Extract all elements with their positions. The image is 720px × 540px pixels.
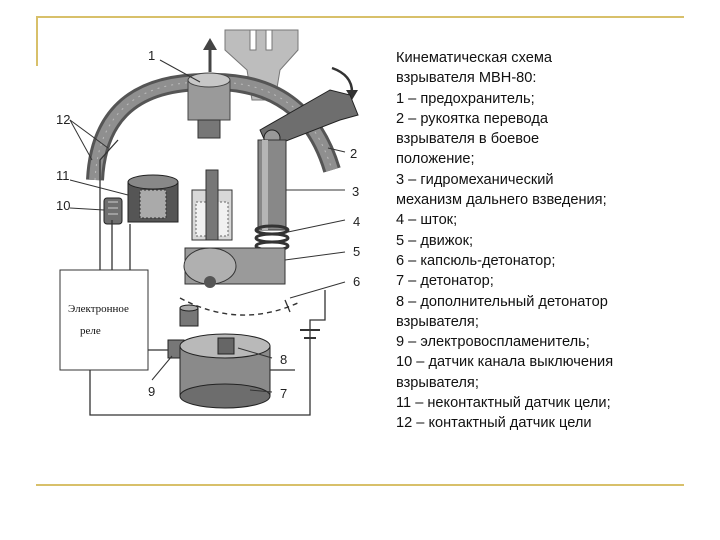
- fuze-kinematic-diagram: Электронное реле 1 12 11 10 2 3 4 5 6 8: [56, 29, 360, 416]
- callout-4: 4: [353, 214, 360, 229]
- caption-line: механизм дальнего взведения;: [396, 192, 607, 209]
- slide-frame-top: [36, 16, 684, 18]
- top-fork: [224, 29, 299, 101]
- caption-line: 5 – движок;: [396, 232, 474, 249]
- caption-line: взрывателя;: [396, 313, 479, 330]
- caption-line: 12 – контактный датчик цели: [396, 415, 592, 432]
- callout-12: 12: [56, 112, 70, 127]
- safety-head: [187, 72, 231, 139]
- caption-line: 8 – дополнительный детонатор: [396, 293, 608, 310]
- callout-5: 5: [353, 244, 360, 259]
- slide-frame-left: [36, 16, 38, 66]
- callout-11: 11: [56, 168, 70, 183]
- callout-9: 9: [148, 384, 155, 399]
- hydromechanical-unit: [191, 169, 233, 241]
- callout-3: 3: [352, 184, 359, 199]
- leader-lines: [69, 59, 346, 393]
- caption-line: 1 – предохранитель;: [396, 90, 535, 107]
- caption-line: взрывателя;: [396, 374, 479, 391]
- noncontact-sensor: [127, 174, 179, 223]
- callout-10: 10: [56, 198, 70, 213]
- slide-frame-bottom: [36, 484, 684, 486]
- detonator: [179, 333, 271, 409]
- caption-line: 7 – детонатор;: [396, 273, 494, 290]
- caption-line: Кинематическая схема: [396, 50, 552, 66]
- callout-2: 2: [350, 146, 357, 161]
- caption-line: 3 – гидромеханический: [396, 171, 554, 188]
- cutoff-sensor: [103, 197, 123, 225]
- caption-line: 9 – электровоспламенитель;: [396, 334, 590, 351]
- callout-7: 7: [280, 386, 287, 401]
- caption-line: взрывателя МВН-80:: [396, 70, 537, 87]
- caption-line: 2 – рукоятка перевода: [396, 110, 548, 127]
- caption-line: 11 – неконтактный датчик цели;: [396, 395, 611, 412]
- slider-block: [183, 247, 286, 288]
- rotation-arrow: [331, 66, 354, 93]
- callout-1: 1: [148, 48, 155, 63]
- relay-label-2: реле: [80, 325, 101, 337]
- shaft: [257, 139, 287, 231]
- dashed-path: [179, 297, 301, 316]
- caption-line: положение;: [396, 151, 475, 168]
- relay-label-1: Электронное: [68, 303, 129, 315]
- callout-8: 8: [280, 352, 287, 367]
- caption-line: 4 – шток;: [396, 212, 458, 229]
- callout-6: 6: [353, 274, 360, 289]
- electronic-relay: Электронное реле: [59, 269, 149, 371]
- caption-line: 6 – капсюль-детонатор;: [396, 252, 556, 269]
- capsule-detonator: [179, 304, 199, 327]
- diagram-caption: Кинематическая схема взрывателя МВН-80: …: [396, 48, 696, 434]
- caption-line: 10 – датчик канала выключения: [396, 354, 614, 371]
- up-arrow: [203, 38, 217, 72]
- wiring: [89, 139, 326, 416]
- caption-line: взрывателя в боевое: [396, 131, 540, 148]
